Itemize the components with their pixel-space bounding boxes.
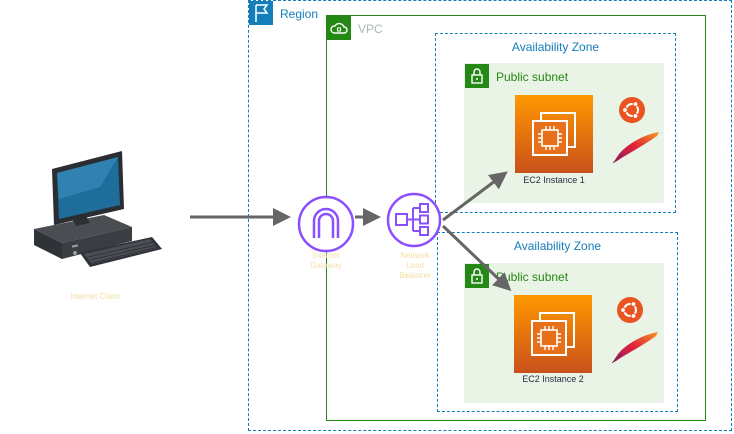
apache-feather-icon (609, 130, 661, 171)
ec2-chip-icon (531, 312, 575, 356)
internet-client-label: Internet Client (70, 292, 120, 301)
availability-zone-1 (435, 33, 676, 213)
public-subnet-1-label: Public subnet (496, 70, 569, 84)
ec2-instance-1[interactable] (515, 95, 593, 173)
lock-icon (465, 64, 489, 88)
ubuntu-icon (619, 97, 645, 128)
internet-gateway-icon[interactable] (297, 195, 355, 258)
internet-gateway-label-line: Internet (312, 251, 340, 260)
network-load-balancer-label-line: Load (406, 261, 424, 270)
vpc-label: VPC (358, 22, 383, 36)
arrow-nlb-to-ec2-1 (442, 171, 508, 222)
ec2-instance-2[interactable] (514, 295, 592, 373)
arrow-nlb-to-ec2-2 (441, 224, 512, 292)
public-subnet-2-label: Public subnet (496, 270, 569, 284)
network-load-balancer-label: Network Load Balancer (370, 251, 460, 281)
availability-zone-2 (437, 232, 678, 412)
ec2-chip-icon (532, 112, 576, 156)
ec2-instance-2-label: EC2 Instance 2 (522, 374, 584, 384)
ec2-instance-1-label: EC2 Instance 1 (523, 175, 585, 185)
availability-zone-1-label: Availability Zone (511, 40, 600, 54)
region-label: Region (280, 7, 319, 21)
network-load-balancer-icon[interactable] (386, 192, 442, 253)
desktop-computer-icon[interactable] (28, 147, 168, 292)
network-load-balancer-label-line: Balancer (399, 271, 431, 280)
internet-gateway-label: Internet Gateway (281, 251, 371, 271)
availability-zone-2-label: Availability Zone (513, 239, 602, 253)
network-load-balancer-label-line: Network (400, 251, 430, 260)
internet-gateway-label-line: Gateway (310, 261, 342, 270)
ubuntu-icon (617, 297, 643, 328)
vpc-cloud-icon (327, 16, 351, 40)
apache-feather-icon (608, 330, 660, 371)
region-flag-icon (249, 1, 273, 25)
